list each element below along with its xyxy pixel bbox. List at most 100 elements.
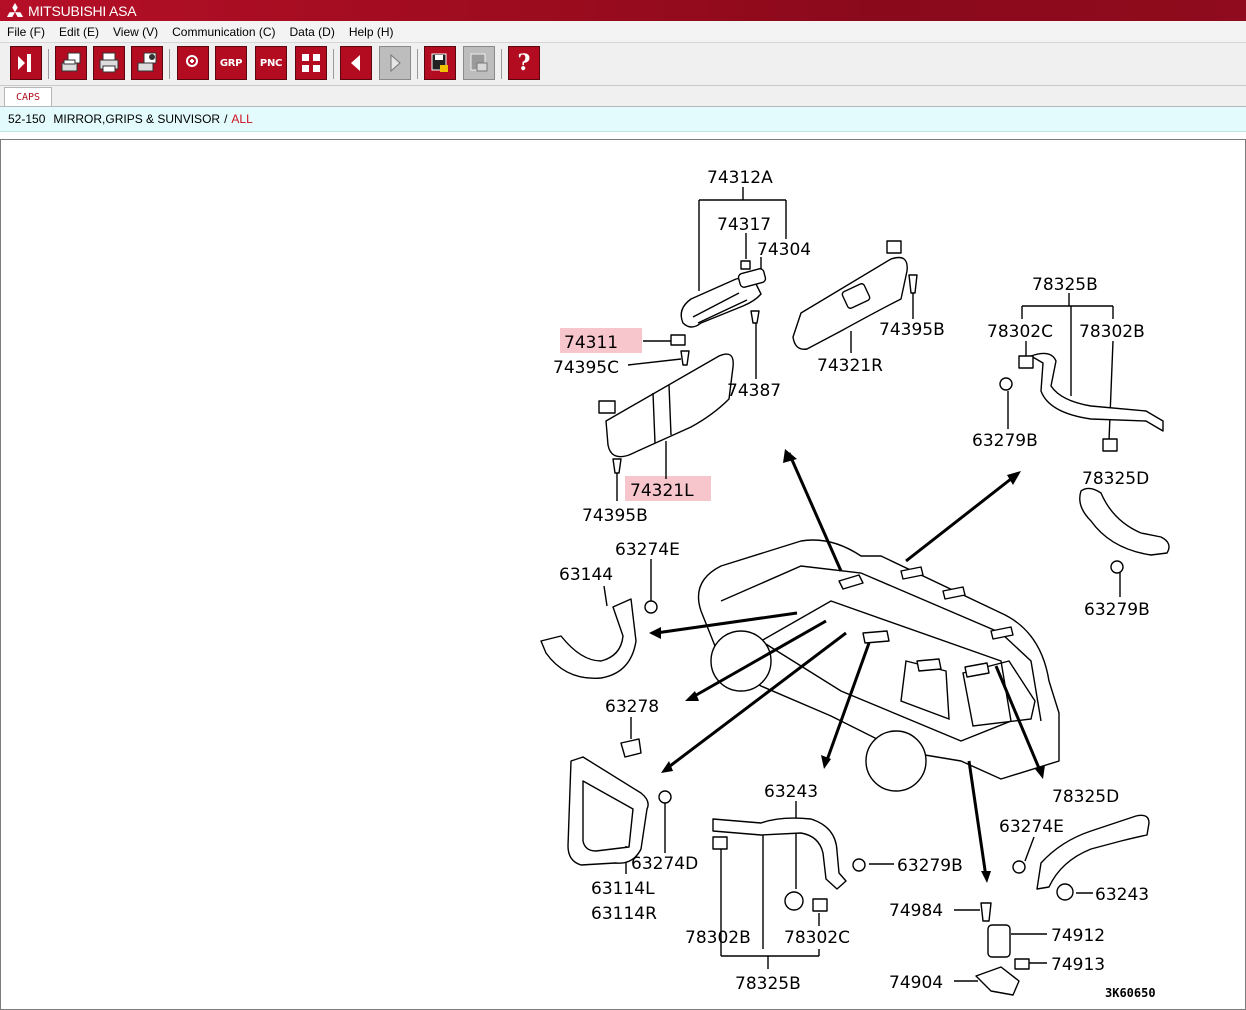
toolbar-separator xyxy=(333,49,334,79)
label-74321l[interactable]: 74321L xyxy=(630,481,694,501)
grip-78325b-lower xyxy=(712,817,847,890)
clip-63278 xyxy=(620,738,642,758)
toolbar-separator xyxy=(169,49,170,79)
grp-button[interactable]: GRP xyxy=(215,46,247,80)
label-63279b-right[interactable]: 63279B xyxy=(1084,600,1150,620)
next-icon xyxy=(390,53,401,73)
hook-74904 xyxy=(975,966,1020,996)
label-78325d-lower[interactable]: 78325D xyxy=(1052,787,1119,807)
pnc-icon: PNC xyxy=(259,57,283,69)
label-78302b-lower[interactable]: 78302B xyxy=(685,928,751,948)
help-button[interactable]: ? xyxy=(508,46,540,80)
label-78325b-lower[interactable]: 78325B xyxy=(735,974,801,994)
clip-74913 xyxy=(1014,958,1030,970)
menu-help[interactable]: Help (H) xyxy=(348,24,394,39)
part-labels: 74312A 74317 74304 74311 74395C 74387 74… xyxy=(553,168,1156,1000)
zoom-in-button[interactable] xyxy=(177,46,209,80)
menu-bar: File (F) Edit (E) View (V) Communication… xyxy=(0,21,1246,43)
grip-78325d-lower xyxy=(1036,814,1150,890)
bolt-63279b-upper xyxy=(999,377,1013,391)
menu-edit[interactable]: Edit (E) xyxy=(59,24,100,39)
mirror-mount xyxy=(737,268,767,288)
screw-74395b-left xyxy=(612,458,622,474)
label-63144[interactable]: 63144 xyxy=(559,565,613,585)
grp-icon: GRP xyxy=(219,57,243,69)
menu-view[interactable]: View (V) xyxy=(113,24,159,39)
label-74984[interactable]: 74984 xyxy=(889,901,943,921)
label-74387[interactable]: 74387 xyxy=(727,381,781,401)
cover-74912 xyxy=(987,924,1011,958)
export-button[interactable] xyxy=(463,46,495,80)
screw-74984 xyxy=(980,902,992,922)
breadcrumb: 52-150 MIRROR,GRIPS & SUNVISOR / ALL xyxy=(0,107,1246,132)
label-74317[interactable]: 74317 xyxy=(717,215,771,235)
parts-diagram: 74312A 74317 74304 74311 74395C 74387 74… xyxy=(540,168,1170,1000)
print-settings-icon xyxy=(137,52,157,72)
print-preview-button[interactable] xyxy=(55,46,87,80)
label-63278[interactable]: 63278 xyxy=(605,697,659,717)
exit-button[interactable] xyxy=(10,46,42,80)
menu-file[interactable]: File (F) xyxy=(7,24,45,39)
zoom-in-icon xyxy=(186,55,198,67)
label-63243-lower[interactable]: 63243 xyxy=(764,782,818,802)
label-78302b-upper[interactable]: 78302B xyxy=(1079,322,1145,342)
cap-78302b-upper xyxy=(1102,438,1118,452)
grip-78325b-upper xyxy=(1030,352,1164,432)
highlight-74321l xyxy=(625,476,711,501)
previous-icon xyxy=(351,55,360,71)
label-74304[interactable]: 74304 xyxy=(757,240,811,260)
label-63243-right[interactable]: 63243 xyxy=(1095,885,1149,905)
bolt-63279b-lower xyxy=(852,858,866,872)
label-63279b-lower[interactable]: 63279B xyxy=(897,856,963,876)
leader-lines xyxy=(603,187,1121,982)
menu-communication[interactable]: Communication (C) xyxy=(172,24,276,39)
label-63114r[interactable]: 63114R xyxy=(591,904,657,924)
screw-74387 xyxy=(750,310,760,324)
pad-74317 xyxy=(740,260,751,270)
label-74395b-top[interactable]: 74395B xyxy=(879,320,945,340)
visor-clip-right xyxy=(886,240,902,254)
toolbar-separator xyxy=(417,49,418,79)
window-title: MITSUBISHI ASA xyxy=(28,2,137,19)
vehicle-outline xyxy=(697,539,1060,792)
label-63274e-right[interactable]: 63274E xyxy=(999,817,1064,837)
print-settings-button[interactable] xyxy=(131,46,163,80)
label-78325d-upper[interactable]: 78325D xyxy=(1082,469,1149,489)
grid-view-button[interactable] xyxy=(295,46,327,80)
label-74913[interactable]: 74913 xyxy=(1051,955,1105,975)
next-button[interactable] xyxy=(379,46,411,80)
section-code: 52-150 xyxy=(8,112,46,126)
diagram-viewer[interactable]: 74312A 74317 74304 74311 74395C 74387 74… xyxy=(0,139,1246,1010)
label-74311[interactable]: 74311 xyxy=(564,333,618,353)
label-74395b-left[interactable]: 74395B xyxy=(582,506,648,526)
visor-clip-left xyxy=(598,400,616,414)
print-button[interactable] xyxy=(93,46,125,80)
save-icon xyxy=(431,53,448,72)
label-74321r[interactable]: 74321R xyxy=(817,356,883,376)
label-63279b-upper[interactable]: 63279B xyxy=(972,431,1038,451)
label-63114l[interactable]: 63114L xyxy=(591,879,655,899)
label-74395c[interactable]: 74395C xyxy=(553,358,619,378)
label-78302c-lower[interactable]: 78302C xyxy=(784,928,850,948)
previous-button[interactable] xyxy=(340,46,372,80)
pnc-button[interactable]: PNC xyxy=(255,46,287,80)
save-button[interactable] xyxy=(424,46,456,80)
label-63274d[interactable]: 63274D xyxy=(631,854,698,874)
label-74904[interactable]: 74904 xyxy=(889,973,943,993)
title-bar: MITSUBISHI ASA xyxy=(0,0,1246,21)
label-63274e-left[interactable]: 63274E xyxy=(615,540,680,560)
label-78302c-upper[interactable]: 78302C xyxy=(987,322,1053,342)
label-74312a[interactable]: 74312A xyxy=(707,168,773,188)
tab-bar: CAPS xyxy=(0,86,1246,107)
grip-63144 xyxy=(540,598,637,679)
toolbar: GRP PNC ? xyxy=(0,43,1246,86)
cap-63243-lower xyxy=(784,891,804,911)
print-preview-icon xyxy=(61,52,81,72)
tab-caps[interactable]: CAPS xyxy=(4,87,52,106)
menu-data[interactable]: Data (D) xyxy=(289,24,335,39)
filter-all-link[interactable]: ALL xyxy=(231,112,253,126)
label-78325b-upper[interactable]: 78325B xyxy=(1032,275,1098,295)
bolt-63279b-right xyxy=(1110,560,1124,574)
bolt-63274d xyxy=(658,790,672,804)
label-74912[interactable]: 74912 xyxy=(1051,926,1105,946)
